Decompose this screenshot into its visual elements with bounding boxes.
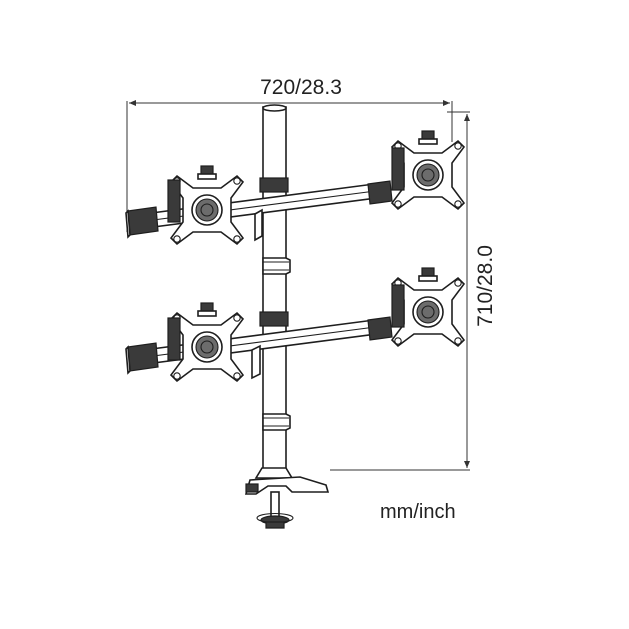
- vesa-plate-lower-right: [391, 267, 465, 347]
- vesa-plate-upper-left: [167, 165, 244, 245]
- upper-crossbar: [125, 177, 393, 242]
- lower-crossbar: [125, 311, 393, 380]
- height-label: 710/28.0: [474, 245, 497, 327]
- vertical-pole: [262, 104, 291, 480]
- width-label: 720/28.3: [260, 76, 342, 99]
- vesa-plate-lower-left: [167, 302, 244, 382]
- desk-clamp-base: [244, 467, 330, 529]
- vesa-plate-upper-right: [391, 130, 465, 210]
- height-dimension: 710/28.0: [330, 111, 497, 471]
- width-dimension: 720/28.3: [126, 76, 453, 232]
- units-label: mm/inch: [380, 501, 456, 523]
